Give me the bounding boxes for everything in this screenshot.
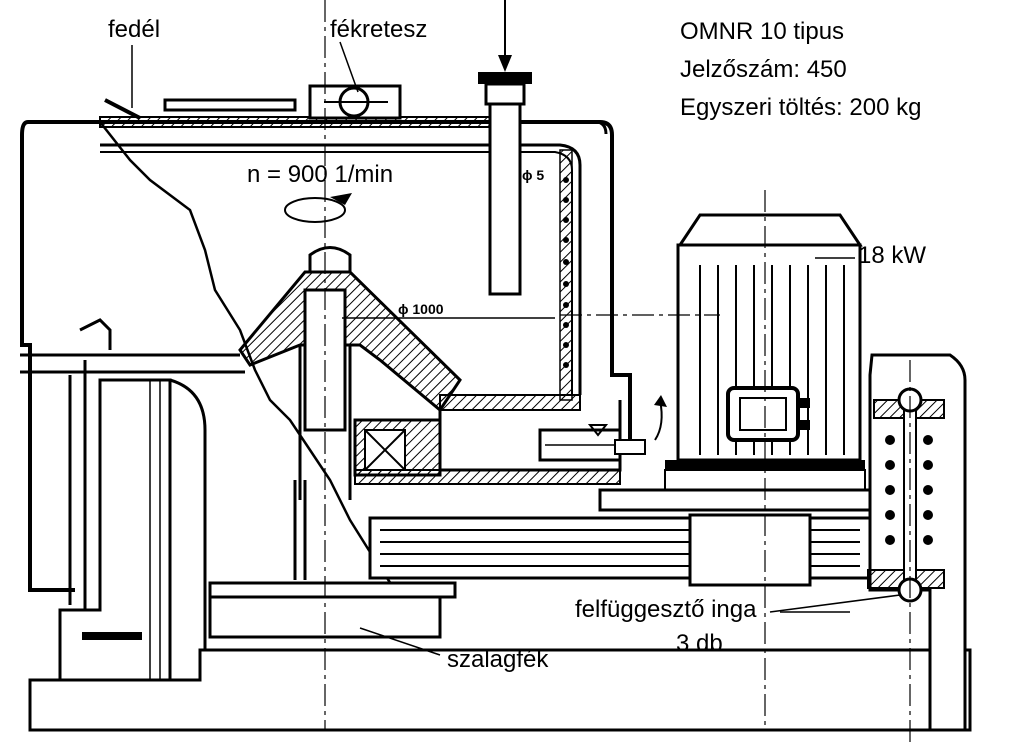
perforations <box>563 177 569 368</box>
cutaway-edge <box>99 121 397 591</box>
bearing <box>353 418 442 477</box>
label-pendulum-count: 3 db <box>676 630 723 657</box>
label-speed: n = 900 1/min <box>247 161 394 188</box>
rotation-arrow <box>284 193 352 223</box>
spec-load: Egyszeri töltés: 200 kg <box>680 94 922 121</box>
feed-pipe <box>478 0 532 296</box>
spec-type: OMNR 10 tipus <box>680 18 845 45</box>
cone-hub <box>238 246 462 500</box>
label-brake-lock: fékretesz <box>330 16 428 43</box>
label-diameter-small: ϕ 5 <box>522 167 545 183</box>
label-lid: fedél <box>108 16 161 43</box>
spec-mark: Jelzőszám: 450 <box>680 56 847 83</box>
door-casing <box>20 353 245 374</box>
label-diameter-drum: ϕ 1000 <box>398 301 444 317</box>
lid-handle <box>104 98 141 120</box>
base-frame <box>28 480 972 732</box>
motor <box>664 213 866 491</box>
drum-bottom <box>439 394 581 411</box>
suspension-pendulum <box>867 353 967 732</box>
label-motor-power: 18 kW <box>858 242 927 269</box>
lid-plate <box>99 116 511 128</box>
center-lines <box>324 0 911 745</box>
drain <box>538 395 667 462</box>
label-band-brake: szalagfék <box>447 646 549 673</box>
door-panel <box>58 378 172 702</box>
leader-lines <box>131 41 901 656</box>
drum-wall <box>100 143 582 395</box>
label-pendulum: felfüggesztő inga <box>575 596 757 623</box>
brake-lock <box>308 84 402 120</box>
